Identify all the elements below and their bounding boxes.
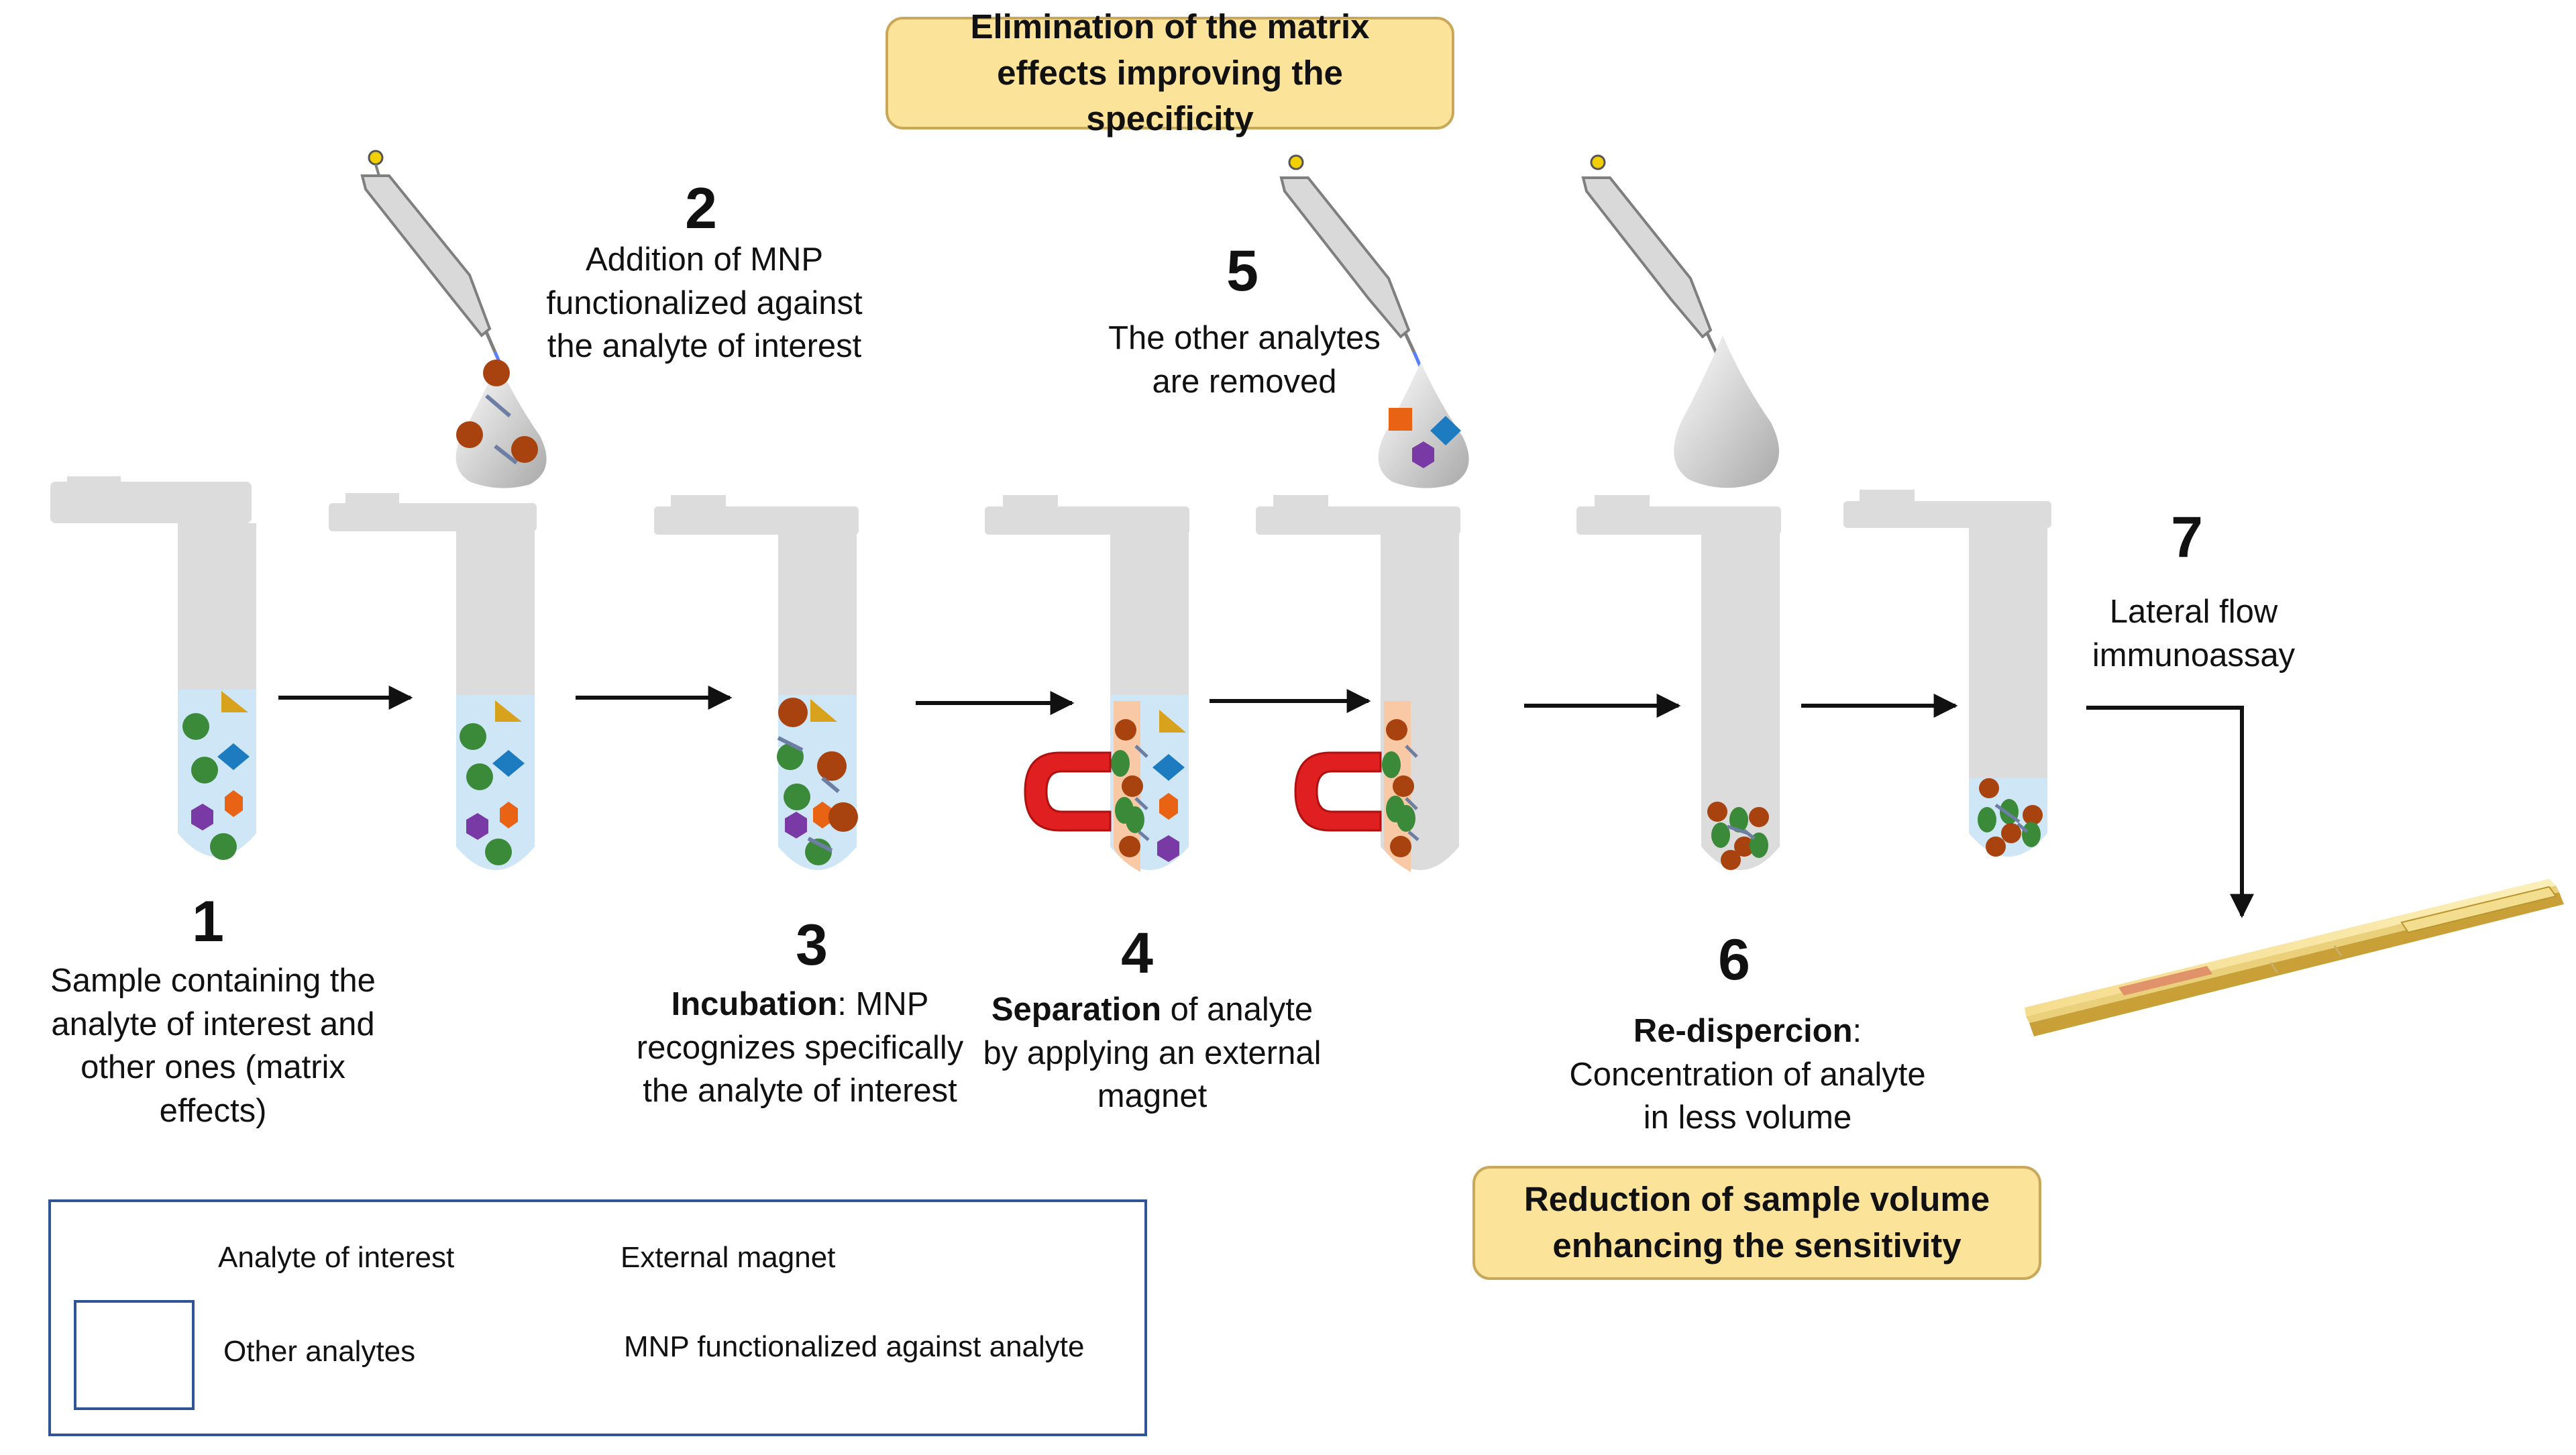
step-2-description: Addition of MNP functionalized against t…: [546, 241, 863, 365]
tube-7-contents: [1978, 778, 2043, 857]
step-4-description: Separation of analyte by applying an ext…: [976, 988, 1328, 1118]
legend-others-label: Other analytes: [223, 1335, 416, 1368]
step-3-bold: Incubation: [671, 986, 838, 1022]
legend-analyte-label: Analyte of interest: [218, 1241, 455, 1274]
step-2-number: 2: [685, 176, 717, 241]
step-5-description: The other analytes are removed: [1108, 320, 1381, 400]
step-3-number: 3: [796, 913, 828, 977]
drop-2: [455, 360, 547, 488]
pipette-6: [1581, 154, 1725, 368]
magnet-icon: [1024, 751, 1112, 832]
lateral-flow-strip: [2025, 879, 2564, 1036]
pipette-2: [360, 150, 504, 368]
legend-mnp-label: MNP functionalized against analyte: [624, 1330, 1085, 1363]
drop-5: [1378, 362, 1469, 488]
step-7-description: Lateral flow immunoassay: [2092, 594, 2296, 673]
magnet-icon: [1294, 751, 1382, 832]
tube-1-contents: [182, 691, 250, 860]
sensitivity-banner: Reduction of sample volume enhancing the…: [1472, 1166, 2041, 1280]
step-6-description: Re-dispercion: Concentration of analyte …: [1556, 1010, 1939, 1140]
step-1-description: Sample containing the analyte of interes…: [50, 963, 376, 1130]
step-3-description: Incubation: MNP recognizes specifically …: [621, 983, 979, 1113]
step-6-text: : Concentration of analyte in less volum…: [1569, 1013, 1926, 1136]
tube-4-contents: [1111, 710, 1186, 862]
step-7-number: 7: [2171, 505, 2203, 570]
drop-6: [1674, 335, 1779, 488]
legend-magnet-label: External magnet: [621, 1241, 836, 1274]
step-4-number: 4: [1121, 921, 1153, 985]
step-5-number: 5: [1226, 239, 1258, 303]
tube-3-contents: [777, 698, 858, 865]
process-arrows: [278, 686, 2254, 918]
tube-6: [1576, 495, 1781, 870]
step-3-text: : MNP recognizes specifically the analyt…: [636, 986, 964, 1110]
tube-2-contents: [460, 700, 525, 865]
tube-7: [1843, 490, 2051, 857]
tube-6-contents: [1707, 802, 1769, 870]
step-6-number: 6: [1718, 928, 1750, 992]
tube-5-contents: [1382, 719, 1419, 857]
step-1-number: 1: [192, 890, 224, 954]
specificity-banner: Elimination of the matrix effects improv…: [885, 7, 1454, 138]
step-4-text: of analyte by applying an external magne…: [983, 991, 1322, 1115]
step-4-bold: Separation: [991, 991, 1162, 1028]
legend: [48, 1199, 1147, 1436]
step-6-bold: Re-dispercion: [1633, 1013, 1853, 1049]
legend-other-analytes-box: [74, 1300, 195, 1410]
